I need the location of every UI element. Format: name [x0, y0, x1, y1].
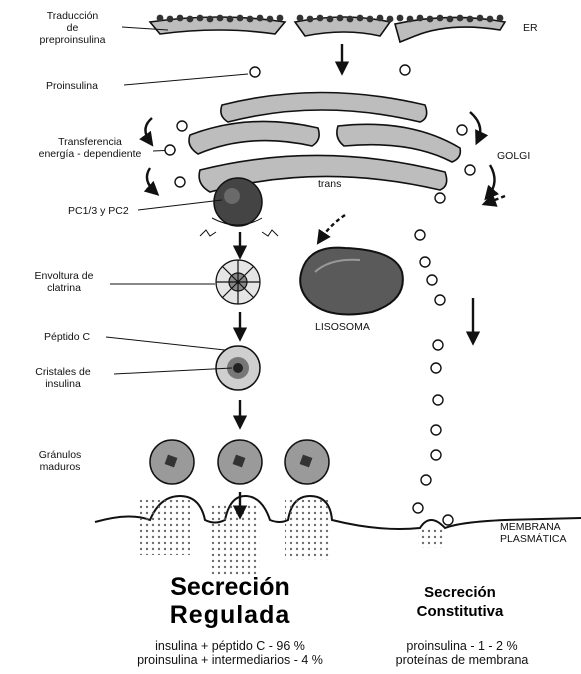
ribosome	[357, 15, 364, 22]
vesicle	[177, 121, 187, 131]
ribosome	[217, 15, 224, 22]
constitutive-title-2: Constitutiva	[385, 603, 535, 620]
secretion-cloud-2	[210, 504, 260, 576]
ribosome	[407, 16, 414, 23]
vesicle	[435, 193, 445, 203]
ribosome	[197, 15, 204, 22]
label-pc: PC1/3 y PC2	[68, 205, 129, 217]
ribosome	[317, 15, 324, 22]
vesicle	[431, 363, 441, 373]
ribosome	[417, 15, 424, 22]
vesicle	[431, 425, 441, 435]
vesicle	[421, 475, 431, 485]
vesicle	[165, 145, 175, 155]
ribosome	[477, 15, 484, 22]
regulated-title-2: Regulada	[110, 601, 350, 630]
ribosome	[157, 15, 164, 22]
vesicle	[400, 65, 410, 75]
clathrin-vesicle	[216, 260, 260, 304]
label-membrane: MEMBRANA PLASMÁTICA	[500, 521, 567, 545]
constitutive-title-1: Secreción	[385, 584, 535, 601]
ribosome	[237, 15, 244, 22]
ribosome	[327, 16, 334, 23]
label-translation: Traducción de preproinsulina	[20, 10, 125, 46]
label-transfer: Transferencia energía - dependiente	[20, 136, 160, 160]
vesicle	[427, 275, 437, 285]
ribosome	[167, 16, 174, 23]
ribosome	[437, 15, 444, 22]
ribosome	[337, 15, 344, 22]
secretion-cloud-1	[140, 500, 190, 555]
secretion-cloud-3	[285, 500, 330, 560]
vesicle	[465, 165, 475, 175]
secretion-cloud-4	[418, 528, 444, 548]
ribosomes	[157, 15, 504, 23]
label-er: ER	[523, 22, 538, 34]
ribosome	[457, 15, 464, 22]
vesicle	[433, 340, 443, 350]
vesicle	[413, 503, 423, 513]
ribosome	[467, 16, 474, 23]
ribosome	[487, 16, 494, 23]
label-proinsulin: Proinsulina	[46, 80, 98, 92]
ribosome	[277, 15, 284, 22]
constitutive-line-1: proinsulina - 1 - 2 %	[382, 639, 542, 653]
label-golgi: GOLGI	[497, 150, 530, 162]
regulated-title-1: Secreción	[110, 573, 350, 602]
ribosome	[307, 16, 314, 23]
vesicle	[250, 67, 260, 77]
ribosome	[397, 15, 404, 22]
vesicle	[435, 295, 445, 305]
ribosome	[207, 16, 214, 23]
label-trans: trans	[318, 178, 341, 190]
ribosome	[367, 16, 374, 23]
ribosome	[427, 16, 434, 23]
label-lysosome: LISOSOMA	[315, 321, 370, 333]
mature-granules	[150, 440, 329, 484]
vesicle	[415, 230, 425, 240]
ribosome	[387, 16, 394, 23]
constitutive-line-2: proteínas de membrana	[382, 653, 542, 667]
label-clathrin: Envoltura de clatrina	[18, 270, 110, 294]
label-peptide-c: Péptido C	[44, 331, 90, 343]
ribosome	[347, 16, 354, 23]
lysosome	[300, 248, 403, 315]
ribosome	[497, 15, 504, 22]
ribosome	[297, 15, 304, 22]
vesicle	[433, 395, 443, 405]
label-crystals: Cristales de insulina	[18, 366, 108, 390]
ribosome	[177, 15, 184, 22]
label-granules: Gránulos maduros	[20, 449, 100, 473]
regulated-line-1: insulina + péptido C - 96 %	[70, 639, 390, 653]
ribosome	[257, 15, 264, 22]
regulated-line-2: proinsulina + intermediarios - 4 %	[70, 653, 390, 667]
vesicle	[443, 515, 453, 525]
vesicle	[175, 177, 185, 187]
ribosome	[187, 16, 194, 23]
ribosome	[227, 16, 234, 23]
vesicle	[420, 257, 430, 267]
vesicle	[457, 125, 467, 135]
ribosome	[247, 16, 254, 23]
ribosome	[267, 16, 274, 23]
ribosome	[377, 15, 384, 22]
ribosome	[447, 16, 454, 23]
vesicle	[431, 450, 441, 460]
